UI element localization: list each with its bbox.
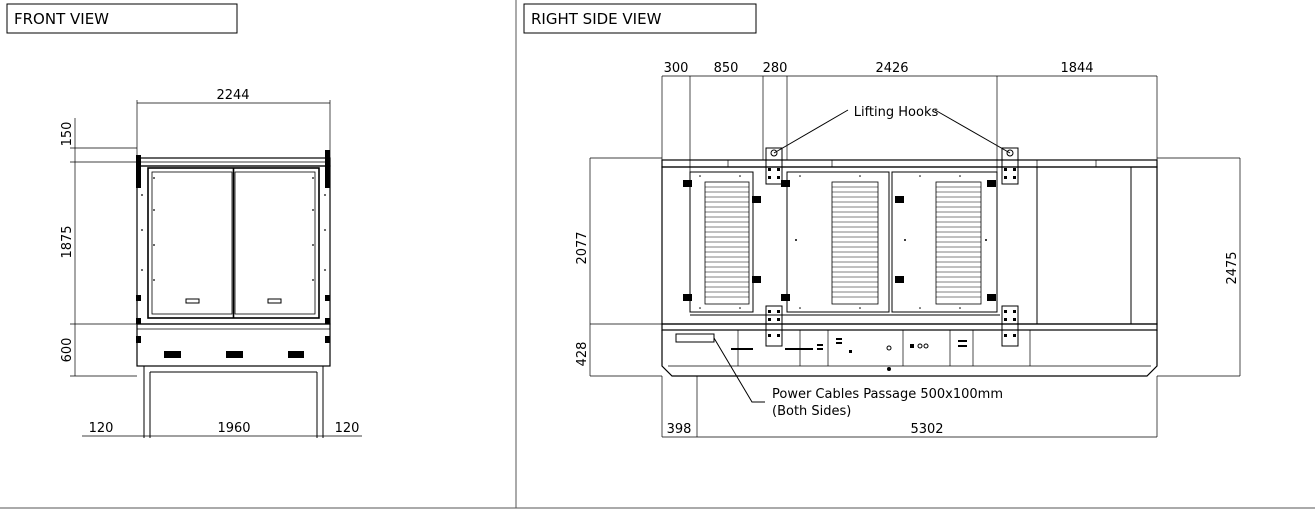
dim-top-c-label: 280 xyxy=(763,61,788,76)
side-louvre-1 xyxy=(704,181,750,305)
side-view-title: RIGHT SIDE VIEW xyxy=(531,10,662,28)
cables-callout: Power Cables Passage 500x100mm (Both Sid… xyxy=(713,337,1003,419)
dim-front-bottom: 120 1960 120 xyxy=(82,421,362,437)
dim-top-d-label: 2426 xyxy=(875,61,908,76)
dim-bottom-left-label: 398 xyxy=(667,422,692,437)
dim-left-overhang-label: 120 xyxy=(89,421,114,436)
front-corner-bracket-right xyxy=(325,150,330,188)
side-rivets xyxy=(699,175,987,309)
front-door-handle-left xyxy=(185,298,200,304)
front-view: FRONT VIEW 2244 150 1875 600 xyxy=(6,3,362,438)
side-view-title-box xyxy=(523,3,757,34)
side-louvre-2 xyxy=(831,181,879,305)
side-door-2 xyxy=(786,171,890,313)
dim-side-left: 2077 428 xyxy=(575,157,662,377)
front-door-right xyxy=(234,171,316,315)
front-base-vent-1 xyxy=(164,351,181,358)
dim-right-height-label: 2475 xyxy=(1225,251,1240,284)
lifting-hook-left xyxy=(765,147,783,185)
cables-label-line1: Power Cables Passage 500x100mm xyxy=(772,387,1003,402)
front-base-vent-3 xyxy=(288,351,304,358)
dim-base-height-label: 600 xyxy=(60,338,75,363)
dim-side-right: 2475 xyxy=(1157,157,1241,377)
lifting-hooks-callout: Lifting Hooks xyxy=(773,105,1011,154)
front-rivets xyxy=(141,177,326,281)
side-hinges xyxy=(683,180,996,301)
side-louvre-3 xyxy=(935,181,982,305)
dim-side-base-label: 428 xyxy=(575,342,590,367)
base-bracket-left xyxy=(765,305,783,347)
front-door-left xyxy=(151,171,233,315)
front-door-handle-right xyxy=(267,298,282,304)
base-bracket-right xyxy=(1001,305,1019,347)
dim-roof-label: 150 xyxy=(60,122,75,147)
dim-right-overhang-label: 120 xyxy=(335,421,360,436)
side-view: RIGHT SIDE VIEW 300 850 280 2426 1844 20… xyxy=(523,3,1241,438)
dim-body-height-label: 1875 xyxy=(60,225,75,258)
side-door-3 xyxy=(891,171,998,313)
dim-top-e-label: 1844 xyxy=(1060,61,1093,76)
side-roof xyxy=(661,159,1158,168)
front-base xyxy=(136,323,331,367)
front-view-title-box xyxy=(6,3,238,34)
dim-overall-width: 2244 xyxy=(136,88,331,160)
dim-side-bottom: 398 5302 xyxy=(661,376,1158,438)
side-door-1 xyxy=(689,171,754,313)
side-base xyxy=(661,323,1158,377)
dim-inner-width-label: 1960 xyxy=(217,421,250,436)
cables-label-line2: (Both Sides) xyxy=(772,404,851,419)
dim-bottom-total-label: 5302 xyxy=(910,422,943,437)
cable-passage-opening xyxy=(675,333,715,343)
dim-front-vertical: 150 1875 600 xyxy=(60,118,137,377)
lifting-hook-right xyxy=(1001,147,1019,185)
dim-left-height-label: 2077 xyxy=(575,231,590,264)
dim-overall-width-label: 2244 xyxy=(216,88,249,103)
front-base-vent-2 xyxy=(226,351,243,358)
front-view-title: FRONT VIEW xyxy=(14,10,109,28)
front-corner-bracket-left xyxy=(136,155,141,188)
dim-top-a-label: 300 xyxy=(664,61,689,76)
dim-top-b-label: 850 xyxy=(714,61,739,76)
side-body xyxy=(661,166,1158,325)
lifting-hooks-label: Lifting Hooks xyxy=(854,105,939,120)
dim-side-top: 300 850 280 2426 1844 xyxy=(661,61,1158,310)
